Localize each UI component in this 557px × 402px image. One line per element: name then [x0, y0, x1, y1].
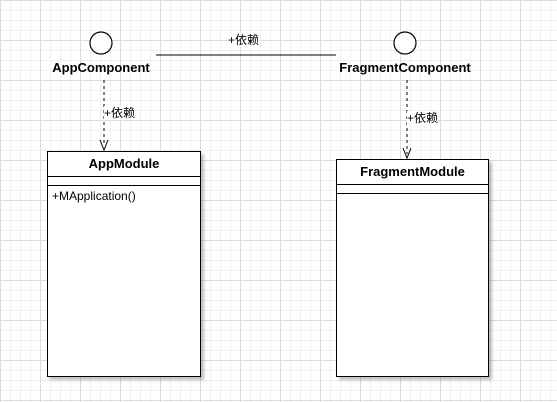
app-module-method: +MApplication() [52, 189, 136, 203]
app-component-label[interactable]: AppComponent [52, 60, 150, 75]
app-dependency-arrowhead [99, 139, 109, 152]
app-dependency-label: +依赖 [104, 106, 136, 120]
fragment-dependency-arrowhead [402, 147, 412, 160]
fragment-dependency-label: +依赖 [407, 111, 439, 125]
app-module-attributes [48, 177, 200, 186]
association-label: +依赖 [228, 33, 260, 47]
app-module-methods: +MApplication() [48, 186, 200, 206]
fragment-module-attributes [337, 185, 488, 194]
fragment-module-name: FragmentModule [337, 160, 488, 185]
app-module-class[interactable]: AppModule +MApplication() [47, 151, 201, 377]
app-module-name: AppModule [48, 152, 200, 177]
fragment-component-actor-icon[interactable] [393, 31, 417, 55]
fragment-component-label[interactable]: FragmentComponent [339, 60, 471, 75]
app-component-actor-icon[interactable] [89, 31, 113, 55]
fragment-module-class[interactable]: FragmentModule [336, 159, 489, 377]
fragment-module-methods [337, 194, 488, 198]
